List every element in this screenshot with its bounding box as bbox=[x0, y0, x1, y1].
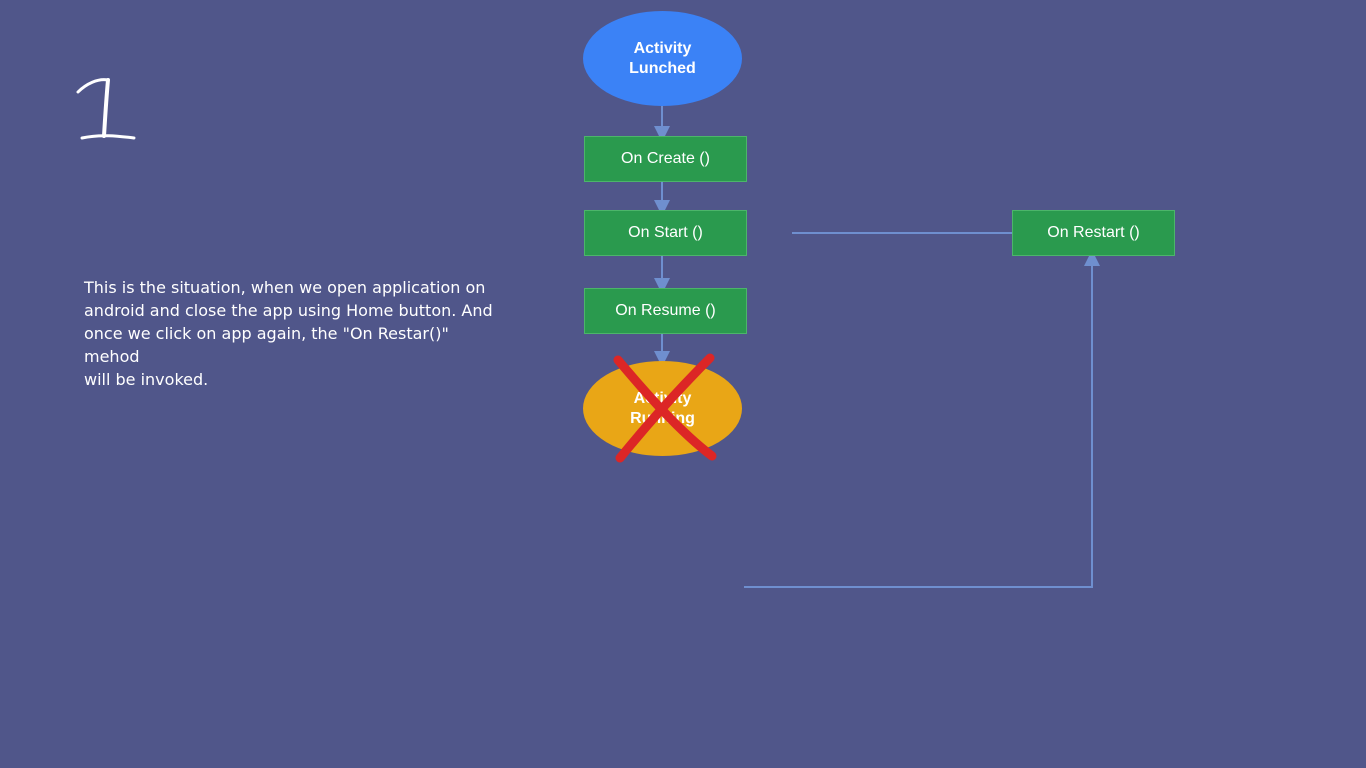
step-number-glyph bbox=[76, 78, 136, 140]
node-on-start: On Start () bbox=[584, 210, 747, 256]
cross-out-mark bbox=[613, 353, 717, 463]
caption: This is the situation, when we open appl… bbox=[84, 276, 504, 391]
node-on-create: On Create () bbox=[584, 136, 747, 182]
node-on-restart: On Restart () bbox=[1012, 210, 1175, 256]
node-activity-launched: Activity Lunched bbox=[583, 11, 742, 106]
node-on-resume: On Resume () bbox=[584, 288, 747, 334]
connector-bottom-to-restart bbox=[744, 250, 1100, 588]
node-activity-launched-line-1: Activity bbox=[633, 39, 692, 57]
caption-line-3: once we click on app again, the "On Rest… bbox=[84, 324, 449, 366]
caption-line-4: will be invoked. bbox=[84, 370, 209, 389]
step-number bbox=[72, 62, 152, 152]
caption-line-1: This is the situation, when we open appl… bbox=[84, 278, 486, 297]
caption-line-2: android and close the app using Home but… bbox=[84, 301, 493, 320]
node-activity-launched-line-2: Lunched bbox=[629, 59, 696, 77]
